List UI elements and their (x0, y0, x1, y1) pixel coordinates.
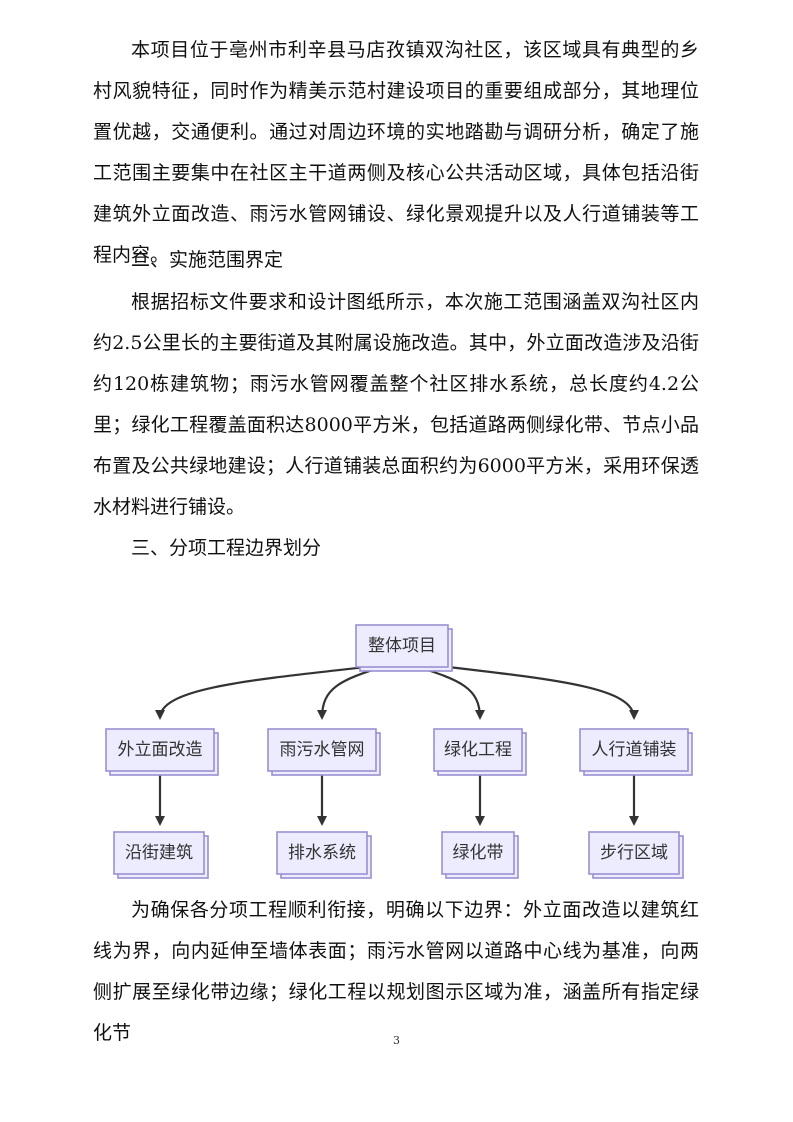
node-branch-1: 外立面改造 (105, 728, 219, 776)
node-branch-1-label: 外立面改造 (118, 740, 203, 760)
section-heading-boundaries: 三、分项工程边界划分 (131, 537, 322, 559)
node-child-1: 沿街建筑 (113, 831, 209, 879)
edge-root-to-branch-2 (317, 664, 386, 720)
node-branch-3-label: 绿化工程 (444, 740, 512, 760)
node-branch-4: 人行道铺装 (579, 728, 693, 776)
node-root: 整体项目 (355, 624, 453, 672)
node-child-3: 绿化带 (441, 831, 519, 879)
node-branch-4-label: 人行道铺装 (592, 740, 677, 760)
node-root-label: 整体项目 (368, 636, 436, 656)
node-branch-2-label: 雨污水管网 (280, 740, 365, 760)
project-breakdown-diagram: 整体项目 外立面改造 雨污水管网 绿化工程 人行道铺装 沿街建筑 (105, 624, 693, 879)
section-heading-scope: 二、实施范围界定 (131, 249, 284, 271)
node-child-4: 步行区域 (588, 831, 684, 879)
edge-root-to-branch-3 (414, 664, 485, 720)
paragraph-project-location: 本项目位于亳州市利辛县马店孜镇双沟社区，该区域具有典型的乡村风貌特征，同时作为精… (93, 39, 699, 266)
edge-root-to-branch-4 (439, 664, 639, 720)
node-child-2-label: 排水系统 (288, 843, 356, 863)
paragraph-scope-definition: 根据招标文件要求和设计图纸所示，本次施工范围涵盖双沟社区内约2.5公里长的主要街… (93, 291, 699, 518)
node-child-2: 排水系统 (276, 831, 372, 879)
node-child-3-label: 绿化带 (453, 843, 504, 863)
node-child-1-label: 沿街建筑 (125, 843, 193, 863)
node-branch-2: 雨污水管网 (267, 728, 381, 776)
node-branch-3: 绿化工程 (433, 728, 527, 776)
edge-root-to-branch-1 (155, 664, 376, 720)
page-number: 3 (393, 1034, 400, 1047)
paragraph-boundary-rules: 为确保各分项工程顺利衔接，明确以下边界：外立面改造以建筑红线为界，向内延伸至墙体… (93, 899, 699, 1044)
node-child-4-label: 步行区域 (600, 843, 668, 863)
